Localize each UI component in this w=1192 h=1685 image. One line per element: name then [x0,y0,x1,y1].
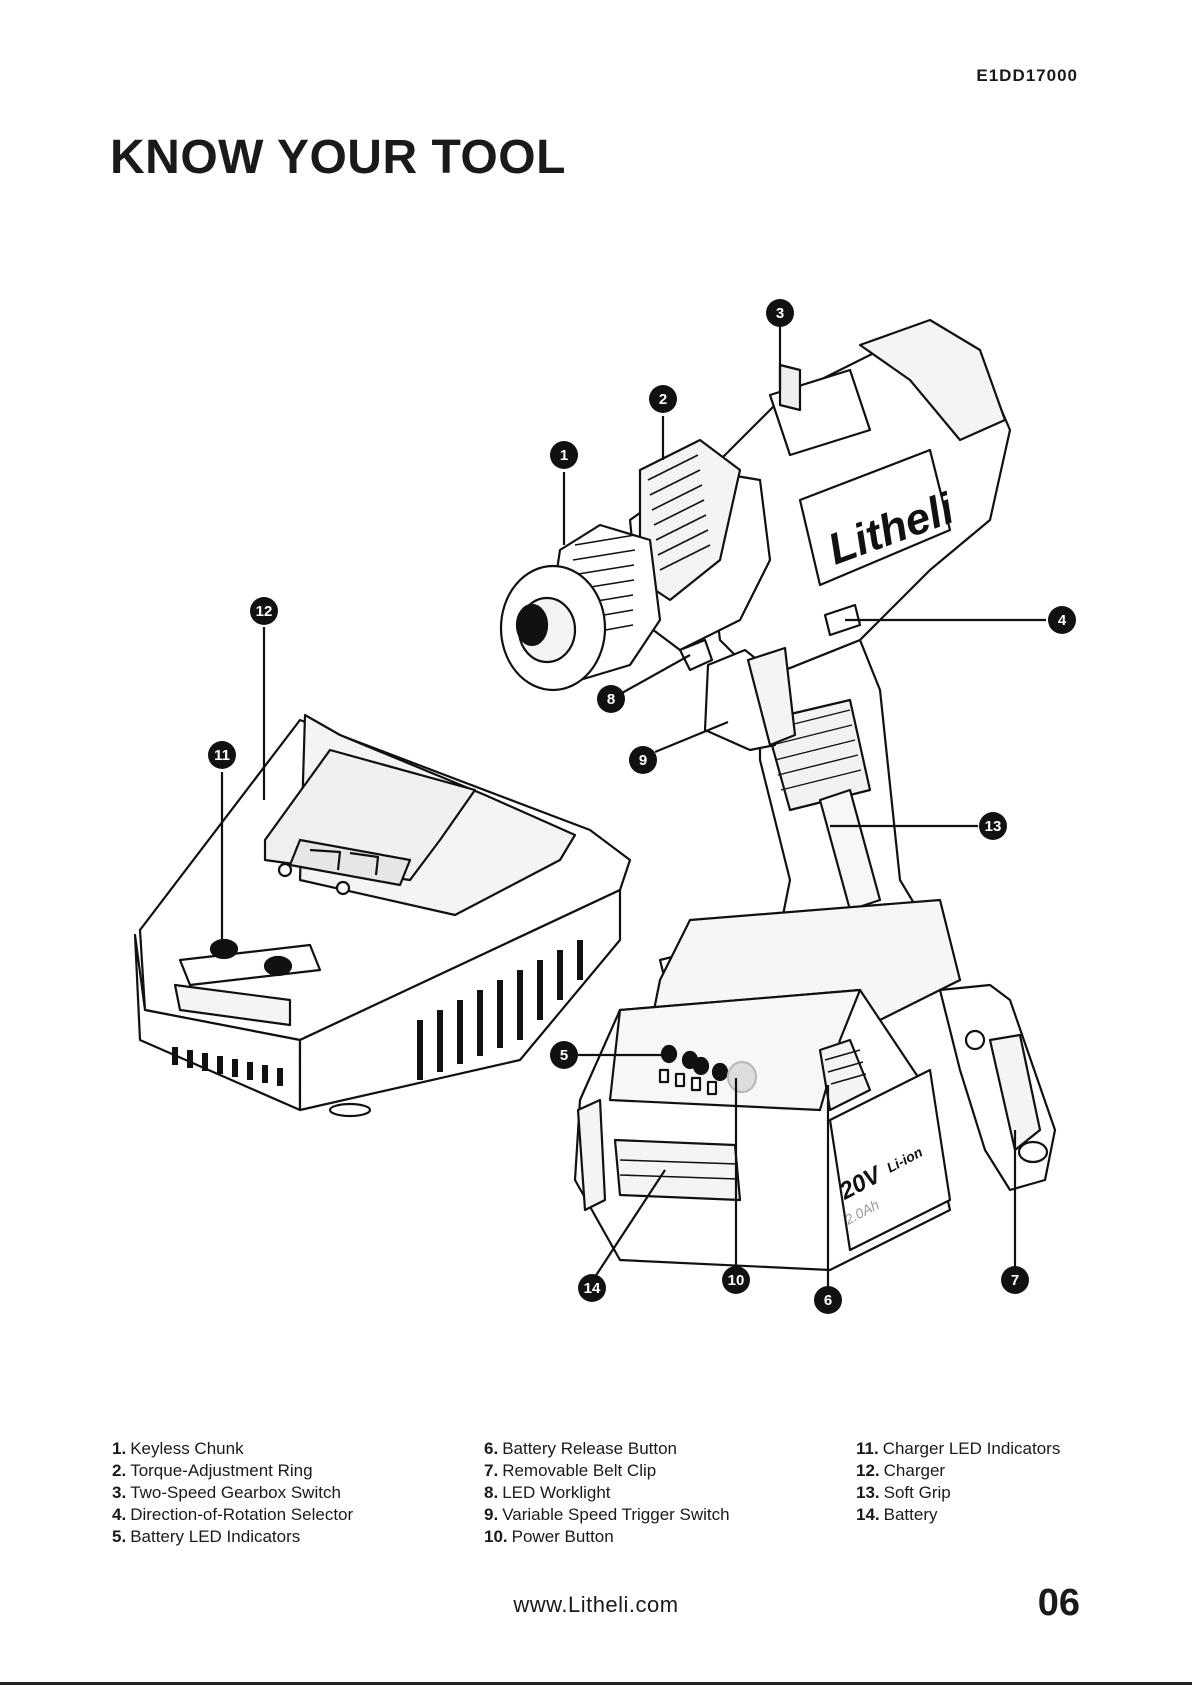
callout-2: 2 [649,385,677,413]
bottom-rule [0,1682,1192,1685]
svg-text:2: 2 [659,391,667,408]
svg-text:6: 6 [824,1292,832,1309]
parts-list-item: 3.Two-Speed Gearbox Switch [112,1483,341,1502]
battery-drawing: 20V Li-ion 2.0Ah [573,988,952,1272]
callout-4: 4 [1048,606,1076,634]
callout-badges: 1 2 3 4 5 6 7 8 9 10 11 12 13 14 [208,299,1076,1314]
callout-13: 13 [979,812,1007,840]
callout-14: 14 [578,1274,606,1302]
svg-text:7: 7 [1011,1272,1019,1289]
parts-list-item: 13.Soft Grip [856,1483,951,1502]
svg-text:14: 14 [584,1280,601,1297]
parts-list-item: 7.Removable Belt Clip [484,1461,657,1480]
callout-9: 9 [629,746,657,774]
parts-list-item: 9.Variable Speed Trigger Switch [484,1505,730,1524]
callout-11: 11 [208,741,236,769]
parts-list-item: 1.Keyless Chunk [112,1439,244,1458]
parts-list-item: 8.LED Worklight [484,1483,611,1502]
svg-text:11: 11 [214,747,230,764]
callout-1: 1 [550,441,578,469]
svg-text:12: 12 [256,603,273,620]
callout-8: 8 [597,685,625,713]
svg-text:1: 1 [560,447,568,464]
svg-text:5: 5 [560,1047,568,1064]
leader-lines [220,326,1046,1286]
parts-list-item: 2.Torque-Adjustment Ring [112,1461,313,1480]
callout-3: 3 [766,299,794,327]
parts-list-item: 10.Power Button [484,1527,614,1546]
page-number: 06 [1037,1582,1080,1624]
parts-list-item: 12.Charger [856,1461,946,1480]
svg-text:13: 13 [985,818,1002,835]
svg-text:10: 10 [728,1272,745,1289]
parts-list-column-1: 1.Keyless Chunk 2.Torque-Adjustment Ring… [112,1438,353,1548]
svg-text:9: 9 [639,752,647,769]
parts-list-item: 14.Battery [856,1505,938,1524]
website-url: www.Litheli.com [513,1592,679,1617]
charger-drawing [133,713,632,1118]
page-title: KNOW YOUR TOOL [110,131,566,184]
svg-text:4: 4 [1058,612,1067,629]
callout-7: 7 [1001,1266,1029,1294]
parts-list-item: 6.Battery Release Button [484,1439,678,1458]
drill-drawing: Litheli [499,318,1057,1192]
svg-text:8: 8 [607,691,615,708]
parts-list-item: 5.Battery LED Indicators [112,1527,301,1546]
parts-list-column-2: 6.Battery Release Button 7.Removable Bel… [484,1438,730,1548]
callout-10: 10 [722,1266,750,1294]
callout-5: 5 [550,1041,578,1069]
parts-list-item: 11.Charger LED Indicators [856,1439,1061,1458]
parts-list-column-3: 11.Charger LED Indicators 12.Charger 13.… [856,1438,1060,1526]
svg-text:3: 3 [776,305,784,322]
callout-6: 6 [814,1286,842,1314]
model-code: E1DD17000 [976,66,1078,85]
callout-12: 12 [250,597,278,625]
parts-list-item: 4.Direction-of-Rotation Selector [112,1505,354,1524]
